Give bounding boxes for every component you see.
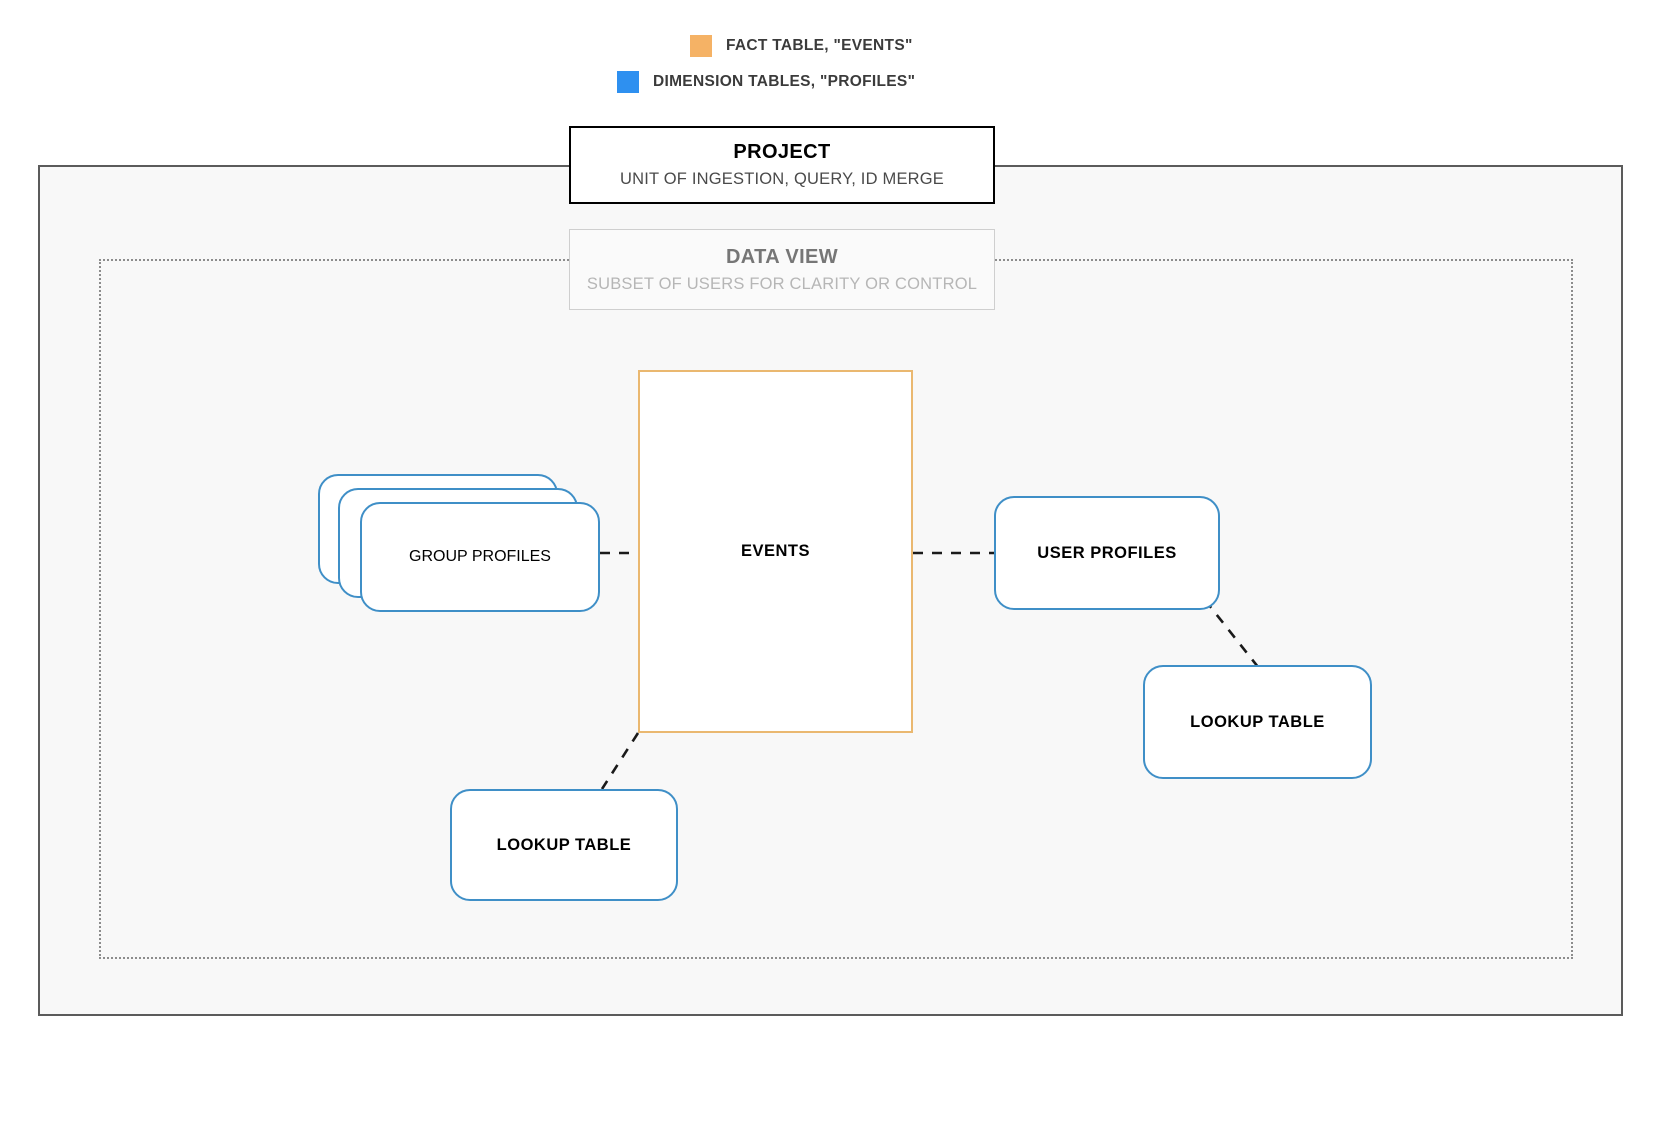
lookup-table-right-label: LOOKUP TABLE xyxy=(1190,712,1325,731)
project-title: PROJECT xyxy=(733,141,831,163)
group-profiles-card-front: GROUP PROFILES xyxy=(360,502,600,612)
project-card: PROJECT UNIT OF INGESTION, QUERY, ID MER… xyxy=(569,126,995,204)
user-profiles-label: USER PROFILES xyxy=(1037,543,1177,562)
project-subtitle: UNIT OF INGESTION, QUERY, ID MERGE xyxy=(619,170,944,188)
lookup-table-left-label: LOOKUP TABLE xyxy=(496,835,632,854)
data-view-card: DATA VIEW SUBSET OF USERS FOR CLARITY OR… xyxy=(569,229,995,310)
square-swatch-icon xyxy=(617,71,639,93)
data-view-title: DATA VIEW xyxy=(725,245,839,268)
data-view-subtitle: SUBSET OF USERS FOR CLARITY OR CONTROL xyxy=(586,274,978,293)
legend-label-fact-table: FACT TABLE, "EVENTS" xyxy=(726,37,913,54)
events-table-box: EVENTS xyxy=(638,370,913,733)
group-profiles-label: GROUP PROFILES xyxy=(409,548,551,565)
lookup-table-right-box: LOOKUP TABLE xyxy=(1143,665,1372,779)
legend-label-dimension-tables: DIMENSION TABLES, "PROFILES" xyxy=(653,73,916,90)
legend-item-fact-table: FACT TABLE, "EVENTS" xyxy=(690,35,913,57)
group-profiles-stack: GROUP PROFILES xyxy=(318,474,600,612)
events-label: EVENTS xyxy=(740,542,811,560)
legend-item-dimension-tables: DIMENSION TABLES, "PROFILES" xyxy=(617,71,915,93)
square-swatch-icon xyxy=(690,35,712,57)
lookup-table-left-box: LOOKUP TABLE xyxy=(450,789,678,901)
user-profiles-box: USER PROFILES xyxy=(994,496,1220,610)
